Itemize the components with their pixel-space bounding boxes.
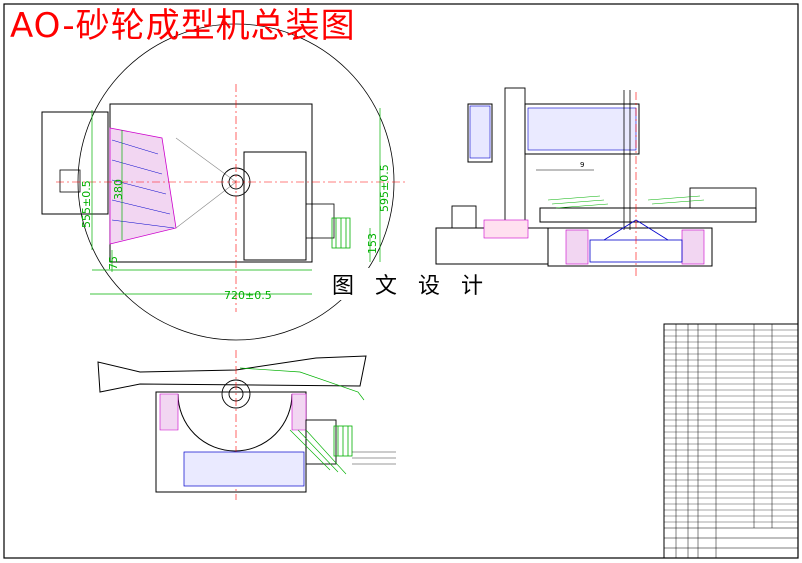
dim-height-right: 595±0.5 [378, 164, 391, 212]
dim-inner-height: 380 [112, 179, 125, 200]
part-label: 9 [580, 161, 584, 169]
side-section-view [97, 350, 396, 500]
dim-small-right: 153 [366, 233, 379, 254]
parts-list-table [663, 323, 799, 559]
dim-width-main: 720±0.5 [224, 289, 272, 302]
dim-small-left: 75 [107, 256, 120, 270]
drawing-border [3, 3, 799, 559]
front-section-view: 9 [435, 87, 757, 276]
plan-view: 555±0.5 380 720±0.5 595±0.5 153 75 [41, 23, 406, 341]
watermark-text: 图 文 设 计 [332, 268, 490, 300]
drawing-title: AO-砂轮成型机总装图 [10, 6, 356, 46]
dim-height-left: 555±0.5 [80, 180, 93, 228]
parts-list-rows [664, 329, 798, 549]
